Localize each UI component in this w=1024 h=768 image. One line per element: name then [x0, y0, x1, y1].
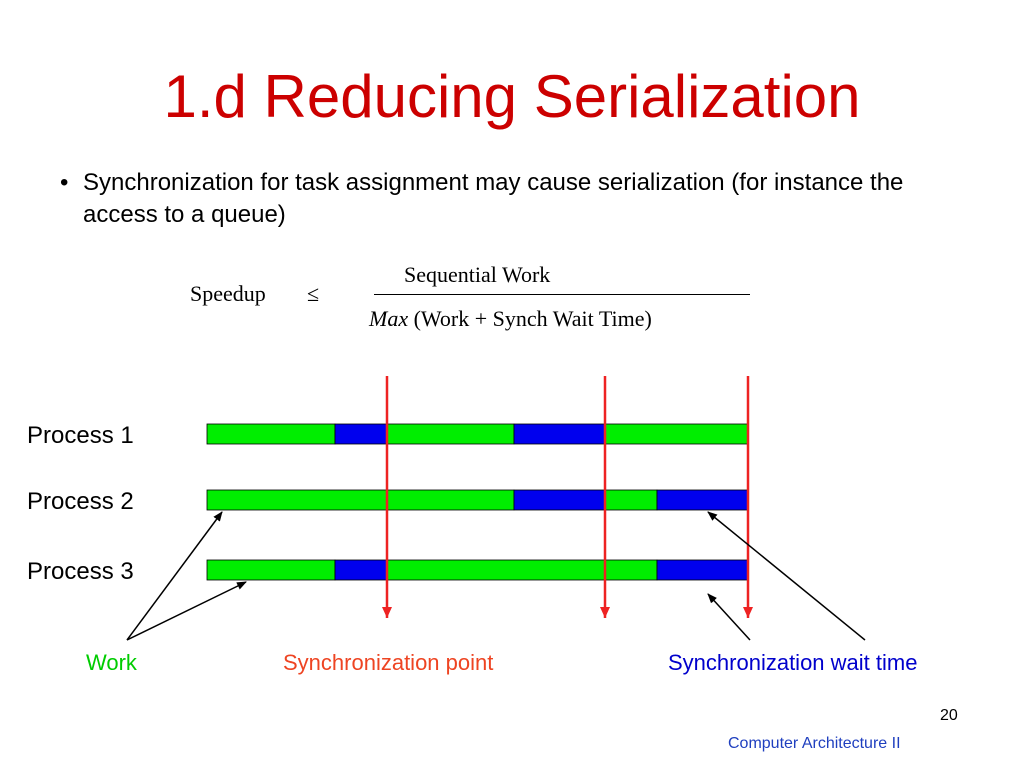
footer-text: Computer Architecture II: [728, 735, 901, 752]
process-2-bar: [206, 489, 749, 511]
formula-denominator-rest: (Work + Synch Wait Time): [413, 306, 652, 331]
process-3-label: Process 3: [27, 558, 134, 585]
work-segment: [386, 423, 515, 445]
formula-lhs: Speedup: [190, 281, 266, 306]
page-number: 20: [940, 707, 958, 724]
work-segment: [206, 559, 336, 581]
formula-max: Max: [369, 306, 409, 331]
slide-title: 1.d Reducing Serialization: [163, 63, 861, 130]
bullet-text: Synchronization for task assignment may …: [83, 169, 904, 228]
legend-sync-point: Synchronization point: [283, 650, 494, 675]
wait-segment: [513, 489, 606, 511]
work-pointer-arrow: [126, 511, 223, 641]
bullet-point: • Synchronization for task assignment ma…: [60, 167, 940, 231]
wait-pointer-arrow: [707, 593, 751, 641]
wait-segment: [334, 559, 388, 581]
work-segment: [604, 489, 658, 511]
fraction-bar: [374, 294, 750, 295]
process-1-bar: [206, 423, 749, 445]
process-2-label: Process 2: [27, 488, 134, 515]
work-pointer-arrow: [126, 581, 247, 641]
legend-sync-wait: Synchronization wait time: [668, 650, 918, 675]
process-3-bar: [206, 559, 749, 581]
work-segment: [386, 559, 658, 581]
wait-segment: [656, 489, 749, 511]
legend-work: Work: [86, 650, 137, 675]
work-segment: [206, 489, 515, 511]
wait-segment: [656, 559, 749, 581]
wait-segment: [334, 423, 388, 445]
work-segment: [604, 423, 749, 445]
wait-segment: [513, 423, 606, 445]
work-segment: [206, 423, 336, 445]
bullet-marker: •: [60, 169, 69, 196]
formula-relation: ≤: [307, 281, 320, 306]
process-1-label: Process 1: [27, 422, 134, 449]
formula-denominator: Max (Work + Synch Wait Time): [369, 306, 652, 332]
wait-pointer-arrow: [707, 511, 866, 641]
formula-numerator: Sequential Work: [404, 262, 551, 287]
